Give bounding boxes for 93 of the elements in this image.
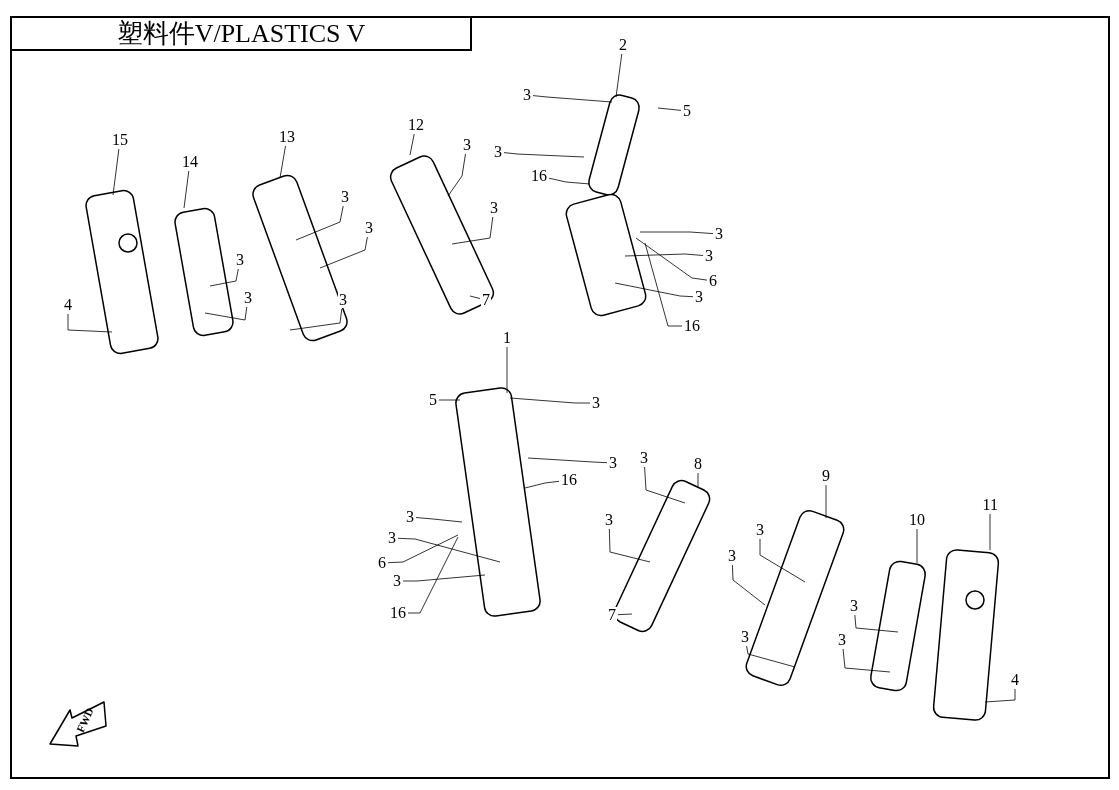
leader-line: [635, 237, 708, 281]
callout-number: 3: [639, 450, 649, 466]
callout-number: 3: [235, 252, 245, 268]
callout-number: 7: [481, 292, 491, 308]
leader-line: [746, 645, 796, 668]
leader-line: [854, 614, 899, 633]
callout-number: 13: [278, 129, 296, 145]
leader-line: [825, 484, 827, 519]
leader-line: [209, 268, 239, 287]
callout-number: 3: [338, 292, 348, 308]
callout-number: 3: [462, 137, 472, 153]
leader-line: [319, 236, 368, 269]
callout-number: 3: [364, 220, 374, 236]
leader-line: [402, 574, 486, 582]
callout-number: 12: [407, 117, 425, 133]
callout-number: 15: [111, 132, 129, 148]
leader-line: [657, 107, 682, 111]
leader-line: [644, 466, 686, 504]
leader-line: [617, 613, 633, 616]
leader-line: [697, 472, 699, 489]
callout-number: 3: [405, 509, 415, 525]
leader-line: [527, 457, 608, 464]
callout-number: 6: [708, 273, 718, 289]
callout-number: 3: [849, 598, 859, 614]
callout-number: 2: [618, 37, 628, 53]
callout-number: 3: [591, 395, 601, 411]
leader-line: [183, 170, 190, 209]
callout-number: 3: [522, 87, 532, 103]
leader-line: [916, 528, 918, 564]
callout-number: 1: [502, 330, 512, 346]
callout-number: 3: [243, 290, 253, 306]
callout-number: 3: [604, 512, 614, 528]
leader-line: [989, 513, 991, 551]
leader-line: [614, 282, 694, 298]
leader-line: [624, 253, 704, 257]
leader-line: [295, 205, 344, 241]
callout-number: 10: [908, 512, 926, 528]
callout-number: 3: [740, 629, 750, 645]
leader-line: [415, 517, 463, 523]
callout-number: 4: [63, 297, 73, 313]
leader-line: [615, 53, 623, 98]
callout-number: 3: [493, 144, 503, 160]
leader-line: [644, 242, 683, 327]
callout-number: 3: [489, 200, 499, 216]
callout-number: 16: [530, 168, 548, 184]
callout-number: 16: [389, 605, 407, 621]
leader-line: [397, 537, 501, 563]
callout-number: 3: [387, 530, 397, 546]
callout-number: 16: [560, 472, 578, 488]
leader-line: [289, 308, 343, 331]
leader-line: [509, 397, 591, 404]
leader-line: [447, 153, 466, 197]
leader-line: [524, 480, 560, 489]
leader-line: [387, 534, 459, 564]
leader-line: [469, 295, 481, 299]
callout-number: 14: [181, 154, 199, 170]
callout-number: 3: [755, 522, 765, 538]
leader-line: [532, 95, 613, 103]
callout-number: 3: [392, 573, 402, 589]
callout-number: 16: [683, 318, 701, 334]
callout-number: 5: [682, 103, 692, 119]
leader-line: [984, 688, 1016, 703]
leader-line: [842, 648, 891, 673]
callout-number: 5: [428, 392, 438, 408]
leader-line: [438, 399, 461, 401]
leader-line: [204, 306, 248, 321]
callout-number: 7: [607, 607, 617, 623]
leader-line: [451, 216, 494, 245]
leader-line: [407, 536, 459, 614]
callout-number: 9: [821, 468, 831, 484]
leader-line: [112, 148, 120, 196]
leader-line: [759, 538, 806, 583]
leader-line: [608, 528, 651, 563]
leader-line: [639, 231, 714, 234]
callout-number: 3: [340, 189, 350, 205]
callout-number: 8: [693, 456, 703, 472]
callout-number: 6: [377, 555, 387, 571]
leader-line: [732, 564, 766, 606]
callout-number: 11: [981, 497, 999, 513]
title-banner: 塑料件V/PLASTICS V: [10, 16, 472, 51]
leader-line: [506, 346, 508, 394]
callout-number: 4: [1010, 672, 1020, 688]
callout-number: 3: [837, 632, 847, 648]
callout-number: 3: [727, 548, 737, 564]
callout-number: 3: [608, 455, 618, 471]
callout-number: 3: [694, 289, 704, 305]
callout-number: 3: [704, 248, 714, 264]
leader-line: [279, 145, 286, 179]
callout-number: 3: [714, 226, 724, 242]
leader-line: [409, 133, 415, 156]
leader-line: [67, 313, 113, 333]
leader-line: [503, 152, 585, 158]
leader-line: [548, 177, 591, 185]
